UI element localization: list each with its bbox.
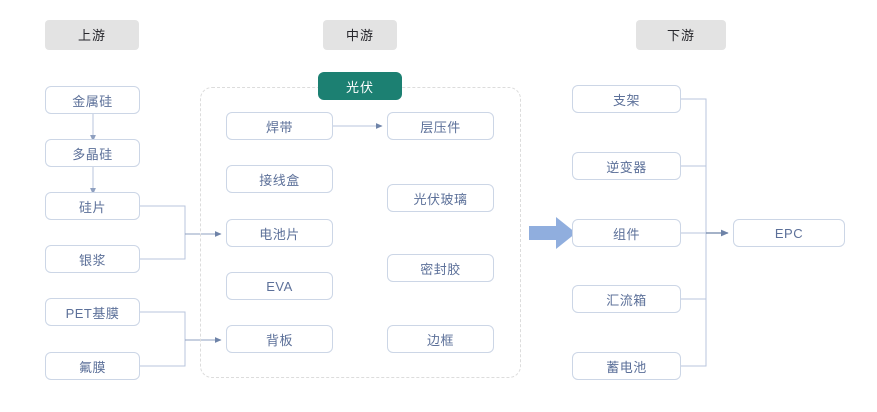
node-junction-box-label: 接线盒 [259, 172, 300, 188]
node-inverter-label: 逆变器 [606, 159, 647, 175]
node-storage-battery-label: 蓄电池 [606, 359, 647, 375]
node-epc-label: EPC [774, 225, 804, 241]
node-metal-silicon-label: 金属硅 [72, 93, 113, 109]
stage-header-downstream-label: 下游 [666, 27, 695, 43]
node-pv-glass[interactable]: 光伏玻璃 [387, 184, 494, 212]
stage-header-upstream: 上游 [45, 20, 139, 50]
node-laminate[interactable]: 层压件 [387, 112, 494, 140]
node-pv-glass-label: 光伏玻璃 [413, 191, 468, 207]
node-backsheet-label: 背板 [265, 332, 293, 348]
stage-header-midstream: 中游 [323, 20, 397, 50]
stage-header-downstream: 下游 [636, 20, 726, 50]
stage-header-midstream-label: 中游 [345, 27, 374, 43]
node-fluorine-film-label: 氟膜 [78, 359, 106, 375]
node-fluorine-film[interactable]: 氟膜 [45, 352, 140, 380]
node-pet-base-film-label: PET基膜 [65, 305, 120, 321]
node-backsheet[interactable]: 背板 [226, 325, 333, 353]
node-storage-battery[interactable]: 蓄电池 [572, 352, 681, 380]
node-frame[interactable]: 边框 [387, 325, 494, 353]
node-silver-paste-label: 银浆 [78, 252, 106, 268]
node-mounting-bracket-label: 支架 [612, 92, 640, 108]
stage-flow-arrow [529, 217, 576, 249]
node-silver-paste[interactable]: 银浆 [45, 245, 140, 273]
node-silicon-wafer-label: 硅片 [78, 199, 106, 215]
node-inverter[interactable]: 逆变器 [572, 152, 681, 180]
node-laminate-label: 层压件 [420, 119, 461, 135]
node-silicon-wafer[interactable]: 硅片 [45, 192, 140, 220]
node-epc[interactable]: EPC [733, 219, 845, 247]
node-solar-cell[interactable]: 电池片 [226, 219, 333, 247]
node-solder-ribbon[interactable]: 焊带 [226, 112, 333, 140]
stage-header-upstream-label: 上游 [77, 27, 106, 43]
node-sealant-label: 密封胶 [420, 261, 461, 277]
node-junction-box[interactable]: 接线盒 [226, 165, 333, 193]
node-frame-label: 边框 [426, 332, 454, 348]
node-solar-cell-label: 电池片 [259, 226, 300, 242]
node-polysilicon[interactable]: 多晶硅 [45, 139, 140, 167]
node-metal-silicon[interactable]: 金属硅 [45, 86, 140, 114]
node-pet-base-film[interactable]: PET基膜 [45, 298, 140, 326]
node-combiner-box[interactable]: 汇流箱 [572, 285, 681, 313]
node-polysilicon-label: 多晶硅 [72, 146, 113, 162]
node-module[interactable]: 组件 [572, 219, 681, 247]
node-module-label: 组件 [612, 226, 640, 242]
node-solder-ribbon-label: 焊带 [265, 119, 293, 135]
node-combiner-box-label: 汇流箱 [606, 292, 647, 308]
node-sealant[interactable]: 密封胶 [387, 254, 494, 282]
node-mounting-bracket[interactable]: 支架 [572, 85, 681, 113]
node-eva[interactable]: EVA [226, 272, 333, 300]
midstream-badge: 光伏 [318, 72, 402, 100]
node-eva-label: EVA [266, 278, 293, 294]
midstream-badge-label: 光伏 [345, 79, 374, 95]
